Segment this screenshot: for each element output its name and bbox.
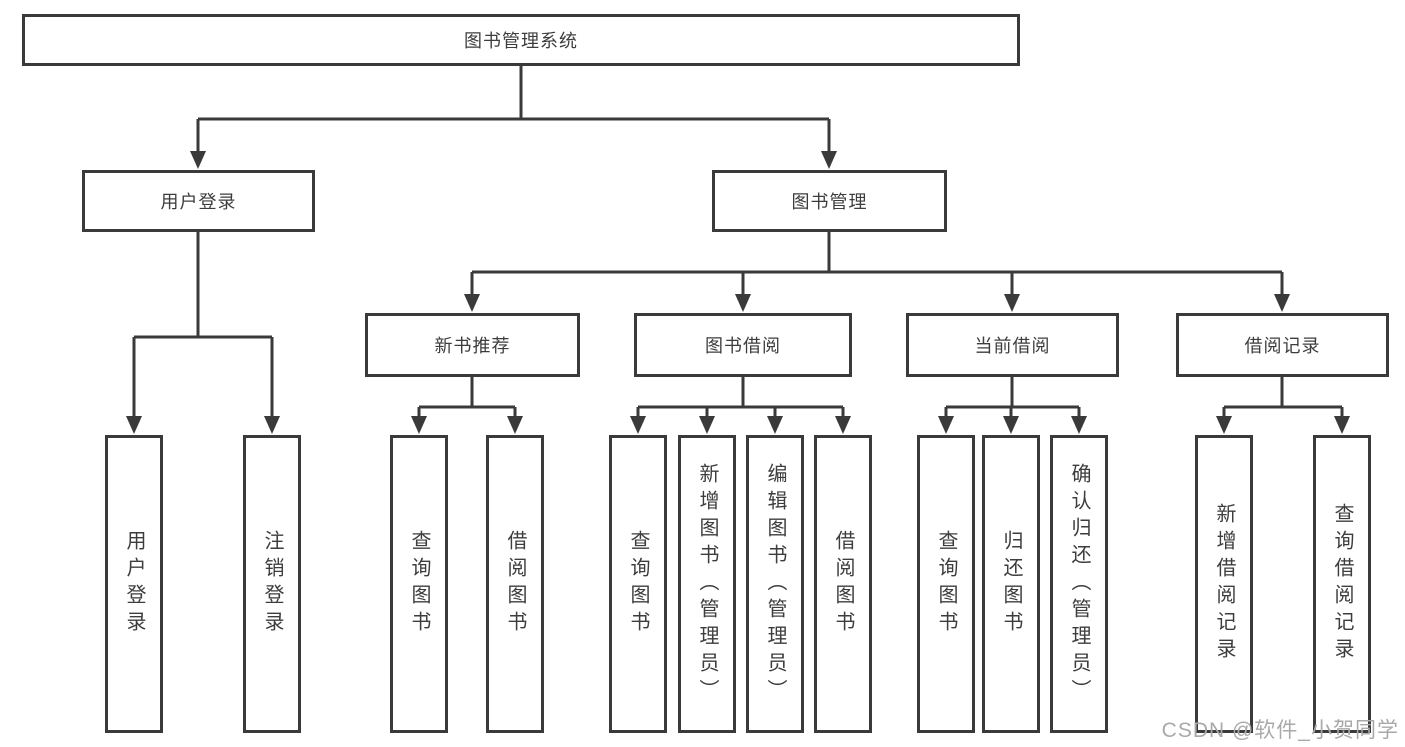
- leaf-borrow-books: 借阅图书: [486, 435, 544, 733]
- arrow-group-current-borrow: [1004, 294, 1020, 312]
- leaf-query-borrow-record: 查询借阅记录: [1313, 435, 1371, 733]
- arrow-leaf: [938, 416, 954, 434]
- leaf-add-borrow-record: 新增借阅记录: [1195, 435, 1253, 733]
- connector-root: [196, 66, 831, 153]
- leaf-query-books: 查询图书: [917, 435, 975, 733]
- group-new-book-recommend-label: 新书推荐: [434, 336, 511, 356]
- leaf-confirm-return-admin: 确认归还（管理员）: [1050, 435, 1108, 733]
- leaf-query-books: 查询图书: [609, 435, 667, 733]
- root-node-label: 图书管理系统: [464, 31, 578, 51]
- leaf-edit-books-admin: 编辑图书（管理员）: [746, 435, 804, 733]
- arrow-book-management: [821, 151, 837, 169]
- leaf-return-books: 归还图书: [982, 435, 1040, 733]
- leaf-borrow-books: 借阅图书: [814, 435, 872, 733]
- leaf-user-login: 用户登录: [105, 435, 163, 733]
- leaf-add-books-admin: 新增图书（管理员）: [678, 435, 736, 733]
- arrow-group-borrow-records: [1274, 294, 1290, 312]
- arrow-leaf: [507, 416, 523, 434]
- group-borrow-records-label: 借阅记录: [1244, 336, 1321, 356]
- connector-new-book: [417, 377, 517, 416]
- arrow-group-new-book: [464, 294, 480, 312]
- branch-user-login: 用户登录: [82, 170, 315, 232]
- group-current-borrow-label: 当前借阅: [974, 336, 1051, 356]
- arrow-leaf: [1071, 416, 1087, 434]
- group-new-book-recommend: 新书推荐: [365, 313, 580, 377]
- group-borrow-records: 借阅记录: [1176, 313, 1389, 377]
- arrow-leaf: [767, 416, 783, 434]
- connector-book-borrow: [636, 377, 845, 416]
- branch-book-management-label: 图书管理: [791, 192, 868, 212]
- leaf-query-books: 查询图书: [390, 435, 448, 733]
- root-node: 图书管理系统: [22, 14, 1020, 66]
- arrow-leaf-user-login: [126, 416, 142, 434]
- branch-user-login-label: 用户登录: [160, 192, 237, 212]
- connector-borrow-records: [1222, 377, 1344, 416]
- arrow-leaf: [1003, 416, 1019, 434]
- arrow-leaf: [630, 416, 646, 434]
- connector-current-borrow: [944, 377, 1081, 416]
- arrow-leaf: [699, 416, 715, 434]
- arrow-leaf-logout: [264, 416, 280, 434]
- arrow-leaf: [835, 416, 851, 434]
- arrow-user-login: [190, 151, 206, 169]
- leaf-logout: 注销登录: [243, 435, 301, 733]
- group-book-borrow-label: 图书借阅: [705, 336, 781, 356]
- arrow-leaf: [1334, 416, 1350, 434]
- group-current-borrow: 当前借阅: [906, 313, 1119, 377]
- arrow-leaf: [1216, 416, 1232, 434]
- watermark: CSDN @软件_小贺同学: [1161, 719, 1399, 742]
- connector-book-management: [470, 232, 1284, 294]
- group-book-borrow: 图书借阅: [634, 313, 852, 377]
- arrow-leaf: [411, 416, 427, 434]
- branch-book-management: 图书管理: [712, 170, 947, 232]
- arrow-group-book-borrow: [735, 294, 751, 312]
- connector-user-login: [132, 232, 274, 416]
